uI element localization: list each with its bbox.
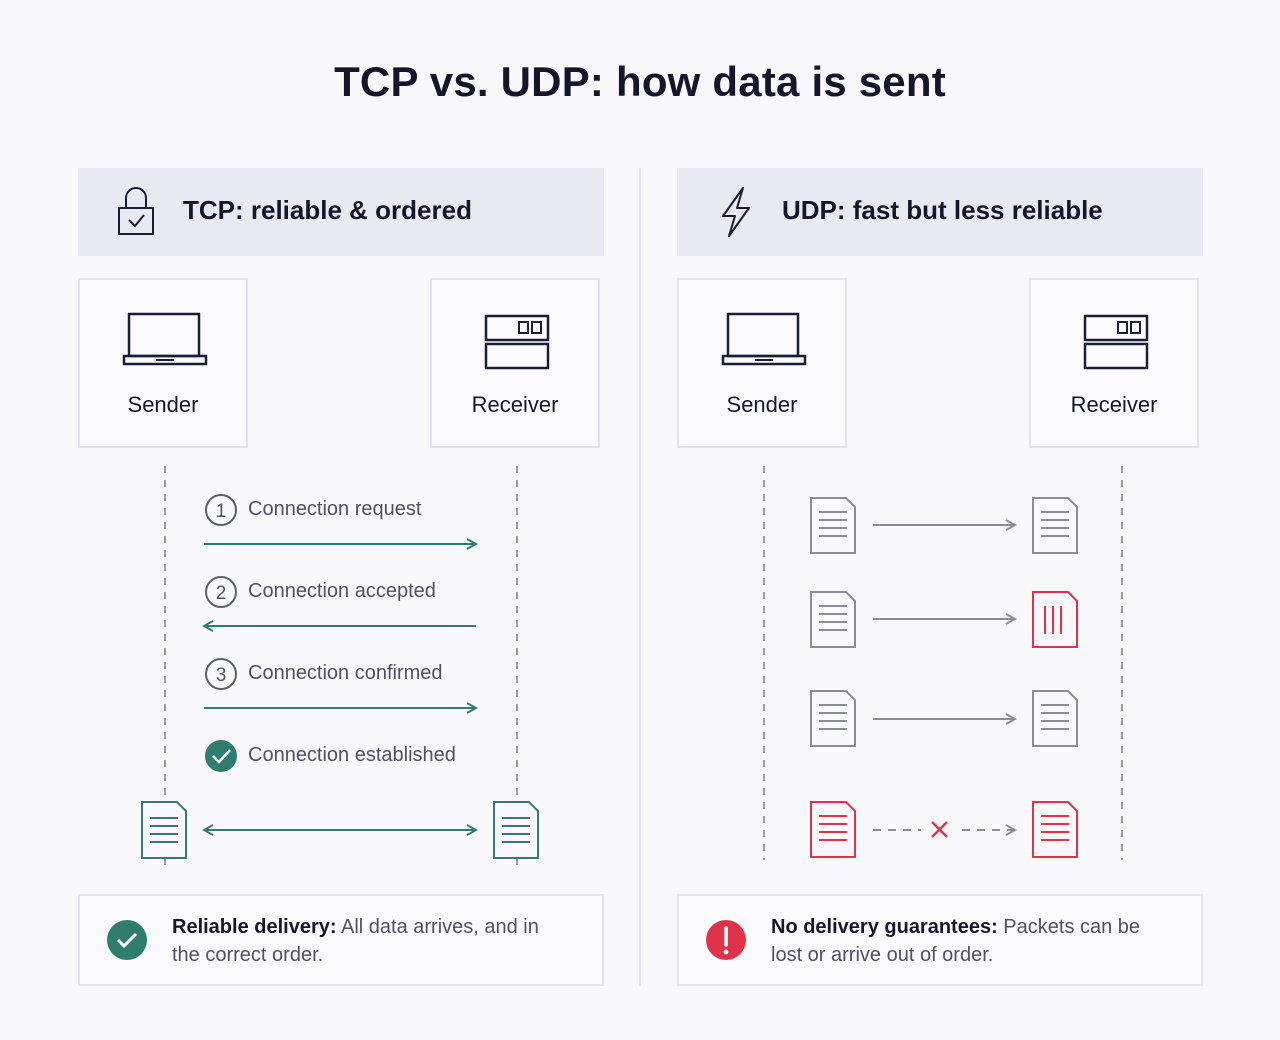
udp-note-body: Packets can be lost or arrive out of ord… xyxy=(771,916,1141,966)
corrupted-document-icon xyxy=(1032,591,1078,648)
document-icon xyxy=(1032,497,1078,554)
data-transfer xyxy=(141,801,539,859)
document-icon xyxy=(493,801,539,859)
udp-note-bold: No delivery guarantees: xyxy=(771,916,998,938)
udp-note: No delivery guarantees: Packets can be l… xyxy=(677,894,1203,986)
step-1-label: Connection request xyxy=(248,498,422,520)
udp-receiver-label: Receiver xyxy=(1070,392,1158,417)
tcp-sender-box: Sender xyxy=(78,278,248,448)
laptop-icon xyxy=(122,312,208,366)
packet-row-lost xyxy=(810,801,1078,858)
tcp-note-body: All data arrives, and in the correct ord… xyxy=(172,916,539,966)
laptop-icon xyxy=(721,312,807,366)
tcp-flow: 1 2 3 xyxy=(78,448,604,868)
document-icon xyxy=(810,591,856,648)
tcp-note: Reliable delivery: All data arrives, and… xyxy=(78,894,604,986)
udp-flow xyxy=(677,448,1203,868)
udp-sender-box: Sender xyxy=(677,278,847,448)
lightning-icon xyxy=(722,187,750,237)
udp-sender-label: Sender xyxy=(726,392,798,417)
server-icon xyxy=(1083,314,1149,370)
step-number-circle xyxy=(205,494,237,526)
packet-row xyxy=(810,690,1078,747)
udp-header: UDP: fast but less reliable xyxy=(677,168,1203,256)
step-number: 1 xyxy=(216,501,227,522)
step-3-label: Connection confirmed xyxy=(248,662,443,684)
step-3: 3 xyxy=(204,658,476,708)
tcp-note-text: Reliable delivery: All data arrives, and… xyxy=(172,913,572,969)
document-icon xyxy=(810,801,856,858)
udp-header-label: UDP: fast but less reliable xyxy=(782,195,1103,225)
tcp-note-bold: Reliable delivery: xyxy=(172,916,337,938)
udp-panel: UDP: fast but less reliable Sender Recei… xyxy=(677,168,1203,986)
step-established xyxy=(205,740,237,772)
document-icon xyxy=(810,497,856,554)
tcp-receiver-box: Receiver xyxy=(430,278,600,448)
packet-row xyxy=(810,497,1078,554)
page-title: TCP vs. UDP: how data is sent xyxy=(334,58,946,105)
step-2-label: Connection accepted xyxy=(248,580,436,602)
check-icon xyxy=(212,749,231,764)
document-icon xyxy=(1032,801,1078,858)
step-established-label: Connection established xyxy=(248,744,456,766)
packet-row xyxy=(810,591,1078,648)
udp-receiver-box: Receiver xyxy=(1029,278,1199,448)
x-icon xyxy=(931,821,948,838)
udp-note-text: No delivery guarantees: Packets can be l… xyxy=(771,913,1171,969)
tcp-panel: TCP: reliable & ordered Sender Receiver xyxy=(78,168,604,986)
tcp-header-label: TCP: reliable & ordered xyxy=(183,195,472,225)
udp-flow-diagram xyxy=(763,466,1123,860)
lock-icon xyxy=(118,187,154,235)
tcp-sender-label: Sender xyxy=(127,392,199,417)
alert-circle-icon xyxy=(706,920,746,960)
server-icon xyxy=(484,314,550,370)
tcp-receiver-label: Receiver xyxy=(471,392,559,417)
document-icon xyxy=(810,690,856,747)
check-circle-icon xyxy=(107,920,147,960)
tcp-header: TCP: reliable & ordered xyxy=(78,168,604,256)
step-2: 2 xyxy=(204,576,476,626)
document-icon xyxy=(141,801,187,859)
check-circle-icon xyxy=(205,740,237,772)
step-1: 1 xyxy=(204,494,476,544)
step-number: 2 xyxy=(216,583,227,604)
step-number: 3 xyxy=(216,665,227,686)
document-icon xyxy=(1032,690,1078,747)
step-number-circle xyxy=(205,576,237,608)
step-number-circle xyxy=(205,658,237,690)
panel-divider xyxy=(639,168,641,986)
tcp-flow-diagram: 1 2 3 xyxy=(141,466,539,868)
